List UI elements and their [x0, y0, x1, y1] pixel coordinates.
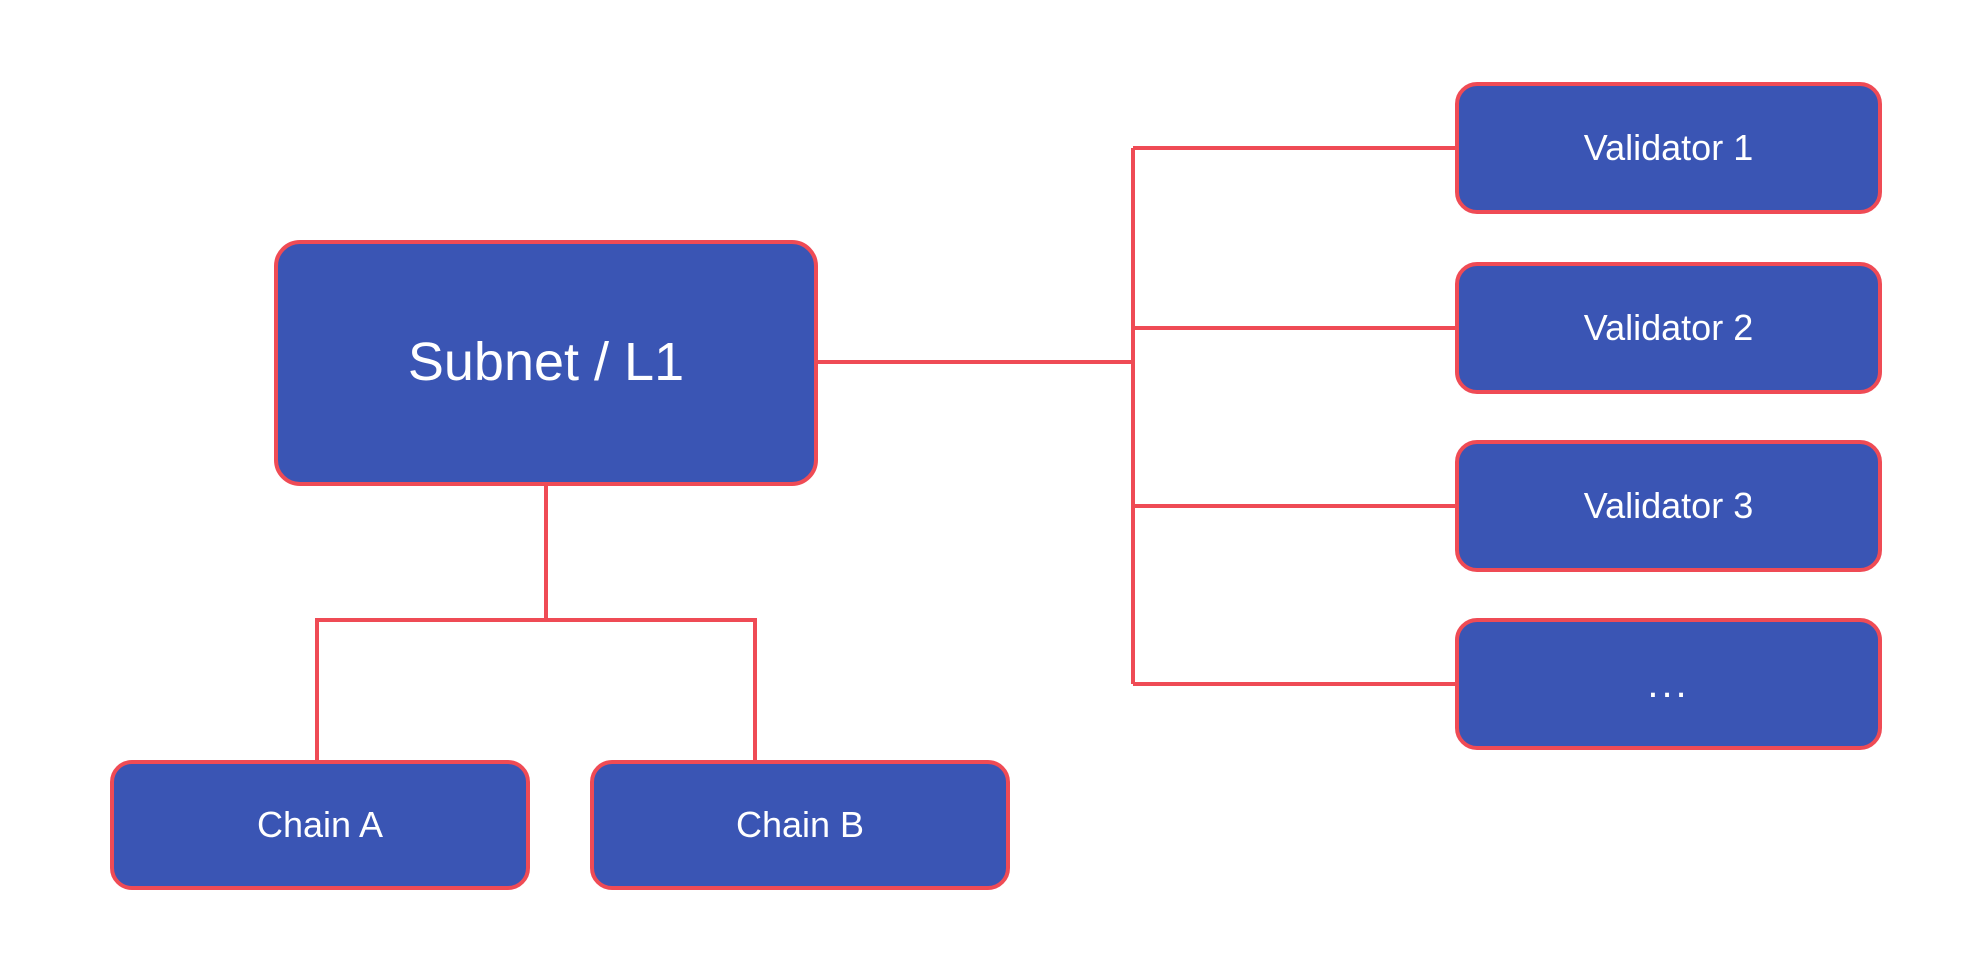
node-chain-a[interactable]: Chain A: [110, 760, 530, 890]
node-validator-1[interactable]: Validator 1: [1455, 82, 1882, 214]
node-subnet-l1[interactable]: Subnet / L1: [274, 240, 818, 486]
node-validator-more[interactable]: ...: [1455, 618, 1882, 750]
node-validator-3-label: Validator 3: [1583, 485, 1754, 527]
node-chain-b[interactable]: Chain B: [590, 760, 1010, 890]
node-validator-3[interactable]: Validator 3: [1455, 440, 1882, 572]
node-validator-2[interactable]: Validator 2: [1455, 262, 1882, 394]
node-chain-a-label: Chain A: [256, 804, 384, 846]
node-validator-1-label: Validator 1: [1583, 127, 1754, 169]
node-subnet-l1-label: Subnet / L1: [407, 332, 685, 393]
node-validator-2-label: Validator 2: [1583, 307, 1754, 349]
node-chain-b-label: Chain B: [735, 804, 865, 846]
node-validator-more-label: ...: [1647, 662, 1690, 706]
